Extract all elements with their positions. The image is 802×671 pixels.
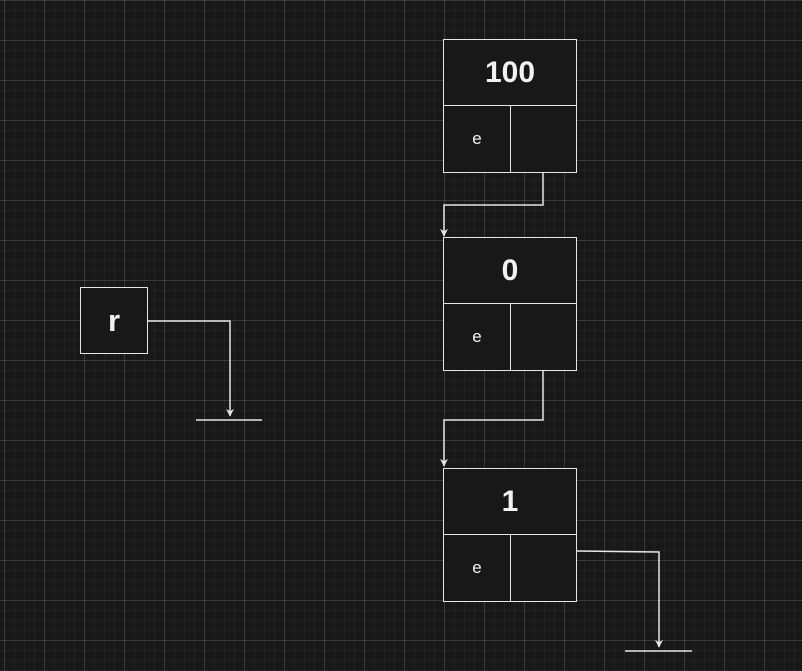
pointer-arrow-node-0-to-node-1 <box>440 370 544 467</box>
node-100-field-cell[interactable]: e <box>443 104 511 173</box>
node-1-value: 1 <box>501 484 519 518</box>
node-100-next-cell[interactable] <box>509 104 577 173</box>
pointer-arrow-node-100-to-node-0 <box>440 172 544 237</box>
node-1-value-cell[interactable]: 1 <box>443 468 577 535</box>
node-0-value-cell[interactable]: 0 <box>443 237 577 304</box>
variable-r-label: r <box>107 302 121 338</box>
node-100-field-label: e <box>472 128 482 148</box>
variable-r-box[interactable]: r <box>80 287 148 354</box>
node-0-field-label: e <box>472 326 482 346</box>
node-0-value: 0 <box>501 253 519 287</box>
pointer-arrow-r <box>148 320 234 417</box>
node-1-field-cell[interactable]: e <box>443 533 511 602</box>
node-1-next-cell[interactable] <box>509 533 577 602</box>
node-1-field-label: e <box>472 557 482 577</box>
node-0-next-cell[interactable] <box>509 302 577 371</box>
pointer-arrow-node-1-to-null <box>576 550 663 648</box>
node-100-value: 100 <box>484 55 536 89</box>
node-0-field-cell[interactable]: e <box>443 302 511 371</box>
node-100-value-cell[interactable]: 100 <box>443 39 577 106</box>
